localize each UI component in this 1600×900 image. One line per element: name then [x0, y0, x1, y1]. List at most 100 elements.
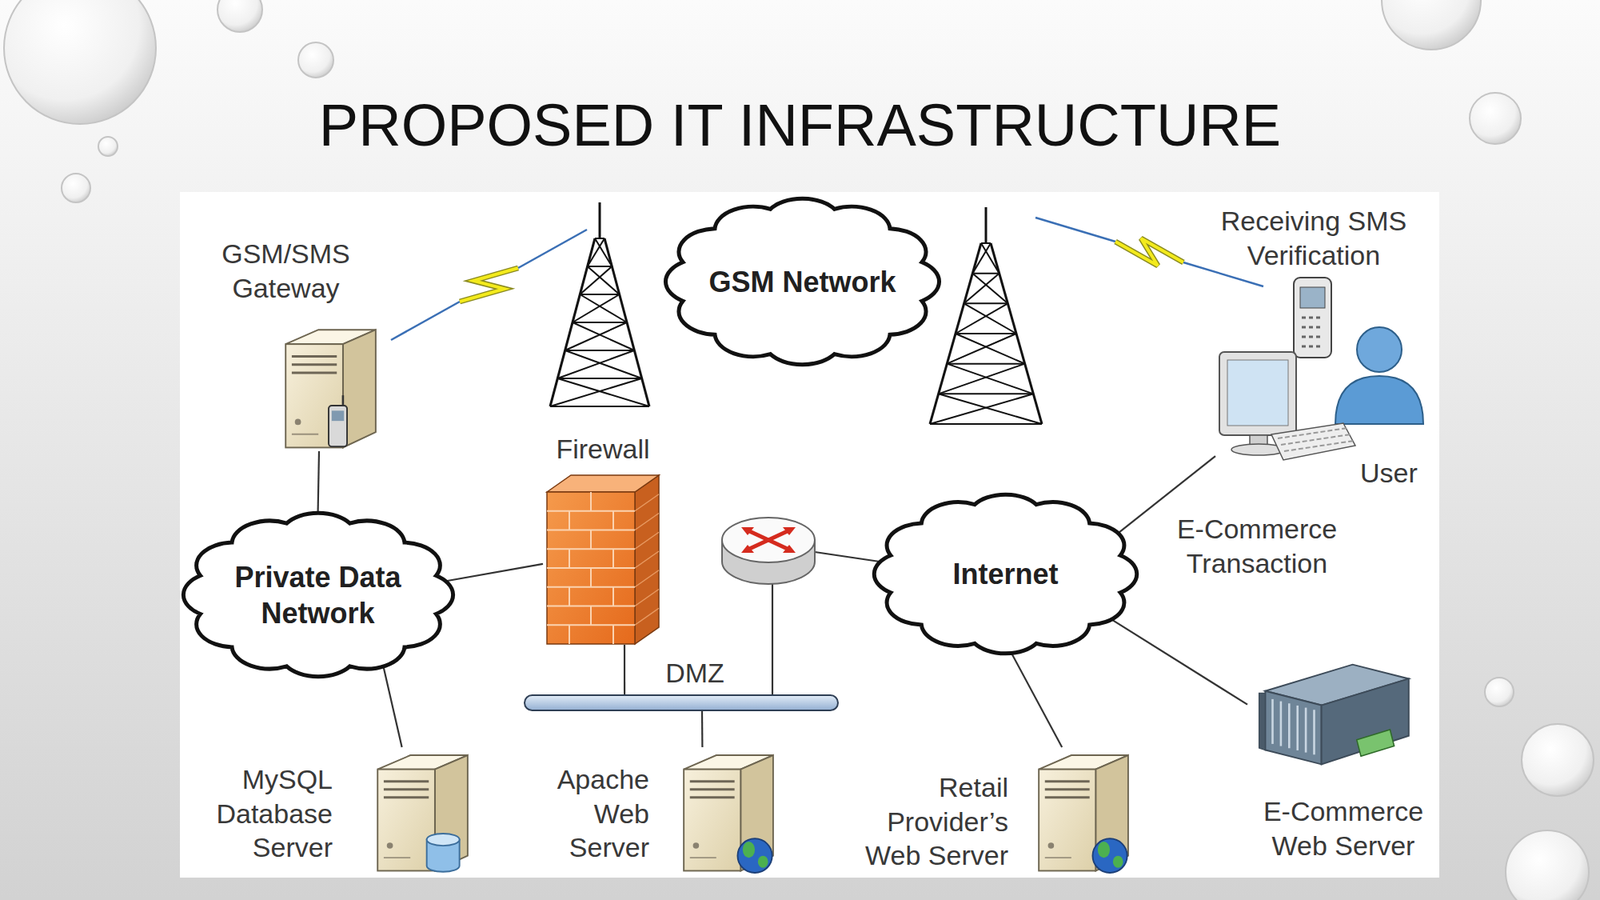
bubble	[1469, 92, 1521, 144]
drive-slot	[383, 787, 429, 791]
server-front	[683, 769, 741, 871]
tower-brace	[972, 273, 1008, 304]
radio-beam	[391, 301, 460, 340]
globe-land	[1113, 855, 1124, 868]
brick-joint	[568, 510, 571, 531]
rack-server-icon	[1256, 658, 1413, 771]
device-node: Retail Provider’s Web Server	[839, 746, 1133, 873]
tower-rung	[964, 302, 1009, 304]
vent	[291, 433, 319, 435]
connector-line	[1109, 617, 1248, 704]
brick-joint	[634, 607, 659, 625]
tower-brace	[964, 273, 1000, 304]
dmz-bus: DMZ	[523, 694, 839, 711]
monitor-frame	[1219, 351, 1297, 435]
vent	[383, 856, 411, 858]
lightning-outline	[459, 267, 519, 302]
router-top	[722, 517, 815, 563]
cloud-shape	[873, 494, 1138, 654]
bubble	[217, 0, 263, 32]
brick-joint	[634, 513, 659, 531]
connector-line	[382, 662, 402, 747]
power-button	[693, 841, 700, 849]
device-node: MySQL Database Server	[180, 746, 472, 873]
tower-rung	[946, 363, 1025, 365]
device-node: E-Commerce Web Server	[1247, 658, 1440, 868]
annotation-label: E-Commerce Transaction	[1165, 511, 1349, 580]
drive-slot	[291, 371, 337, 374]
dmz-bar-shape	[524, 694, 838, 711]
tower-rung	[938, 392, 1034, 395]
tower-mast	[598, 202, 602, 239]
device-node: GSM/SMS Gateway	[203, 236, 384, 451]
node-label: E-Commerce Web Server	[1247, 794, 1440, 862]
cloud-shape	[665, 198, 939, 364]
wireless-link	[391, 229, 587, 340]
tower-brace	[587, 266, 620, 295]
brick-joint	[634, 531, 659, 549]
node-label: Firewall	[534, 431, 671, 467]
globe-land	[1097, 841, 1110, 858]
tower-brace	[972, 243, 991, 274]
monitor-screen	[1227, 359, 1289, 426]
drive-slot	[1045, 787, 1090, 791]
node-label: MySQL Database Server	[188, 762, 333, 865]
drive-slot	[1045, 795, 1090, 799]
server-front	[1038, 769, 1096, 871]
person-head	[1356, 327, 1402, 372]
brick-joint	[612, 586, 615, 607]
tower-brace	[981, 243, 1000, 274]
brick-joint	[634, 494, 659, 511]
connector-line	[318, 450, 320, 516]
keyboard-keys	[1280, 434, 1351, 445]
node-label: DMZ	[658, 655, 731, 691]
brick-joint	[546, 510, 635, 512]
tower-brace	[929, 393, 1034, 424]
node-label: User	[1360, 455, 1428, 491]
bubble	[3, 0, 156, 124]
server-icon	[1030, 746, 1133, 873]
rack-front	[1264, 690, 1321, 765]
vent	[1304, 707, 1308, 753]
annotation-label: Receiving SMS Verification	[1213, 203, 1414, 272]
globe-symbol	[1092, 837, 1127, 873]
brick-joint	[612, 510, 615, 531]
lightning-bolt	[1115, 238, 1184, 266]
tower-brace	[579, 294, 627, 323]
tower-rung	[557, 377, 642, 380]
phone-keys	[1301, 316, 1324, 320]
node-label: GSM Network	[708, 263, 896, 300]
power-button	[387, 841, 394, 849]
brick-joint	[634, 570, 659, 587]
cloud-outline	[179, 510, 458, 679]
tower-mast	[985, 207, 988, 244]
router-arrow	[746, 529, 791, 551]
bubble	[61, 173, 91, 203]
brick-joint	[612, 548, 615, 568]
rack-side	[1321, 678, 1409, 764]
tower-brace	[955, 333, 1026, 364]
vent	[1288, 702, 1291, 748]
tower-brace	[557, 378, 650, 407]
tower-brace	[964, 303, 1017, 334]
radio-tower	[550, 202, 650, 407]
keyboard-keys	[1284, 440, 1354, 451]
bubble	[98, 136, 118, 156]
globe-land	[742, 841, 755, 858]
brick-joint	[590, 606, 592, 626]
lightning-outline	[1115, 238, 1184, 266]
drive-slot	[1045, 779, 1090, 783]
node-label: Apache Web Server	[529, 762, 650, 865]
node-label: Private Data Network	[218, 558, 419, 631]
vent	[1045, 856, 1072, 858]
brick-joint	[634, 589, 659, 607]
server-icon	[675, 746, 778, 873]
tower-rung	[594, 237, 605, 240]
tower-brace	[938, 363, 1026, 395]
arrow-head	[782, 526, 796, 535]
network-card	[1356, 729, 1395, 756]
brick-joint	[546, 586, 635, 588]
brick-joint	[568, 624, 571, 644]
firewall-front	[546, 491, 635, 644]
bubble	[1381, 0, 1481, 50]
